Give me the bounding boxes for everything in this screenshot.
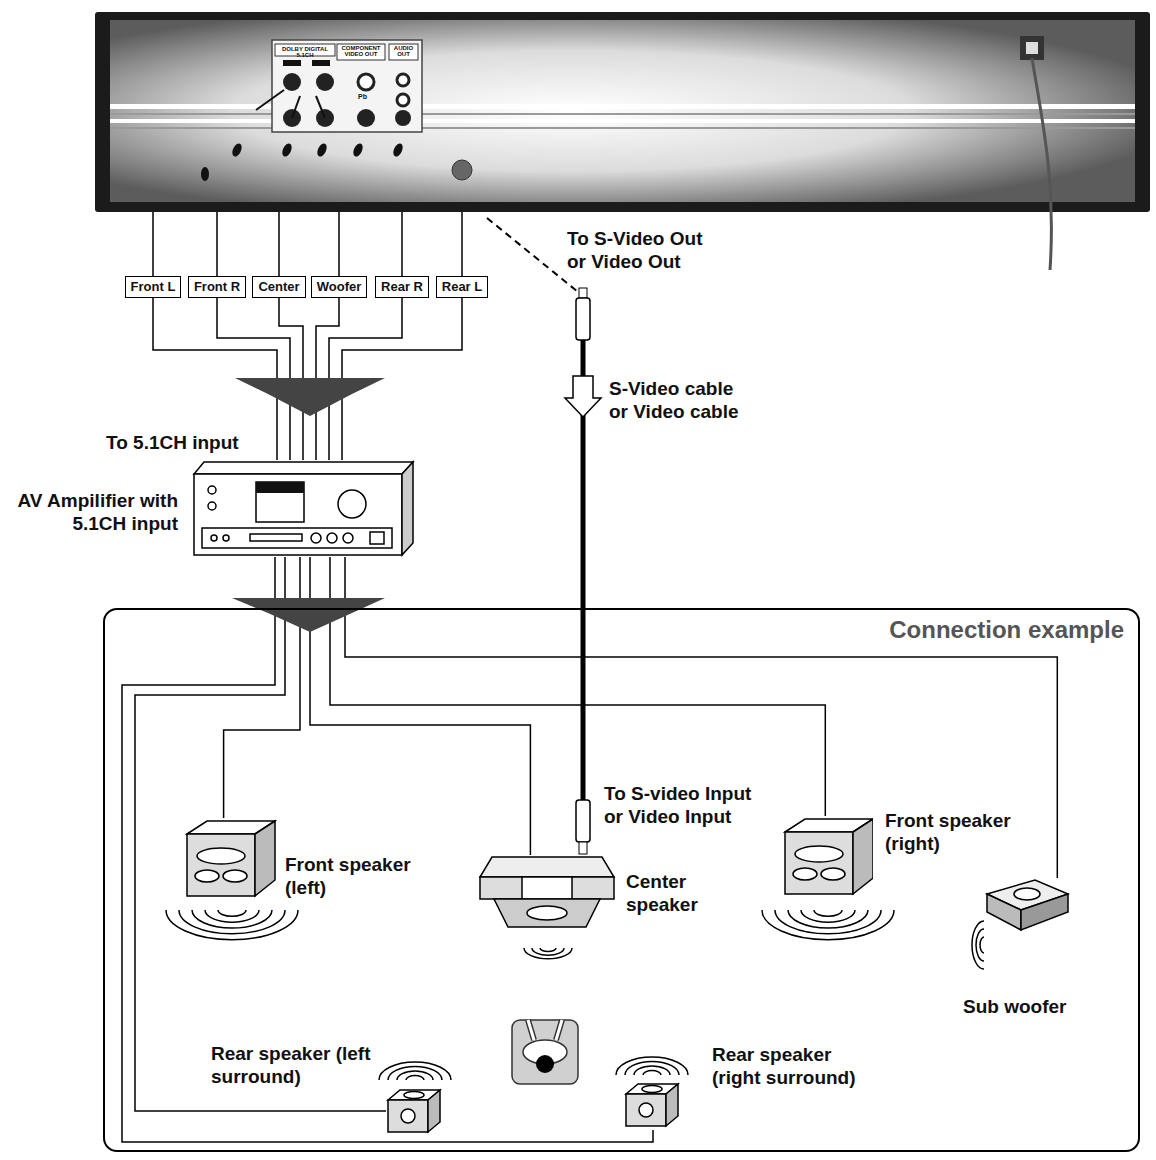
- sound-wave: [814, 910, 842, 916]
- sound-wave: [775, 910, 881, 934]
- sound-wave: [192, 910, 272, 928]
- rear-speaker: Rear speaker (left surround): [386, 1088, 442, 1134]
- sound-wave: [388, 1067, 442, 1081]
- subwoofer: Sub woofer: [985, 878, 1070, 933]
- sound-wave: [643, 1071, 661, 1076]
- listener: [512, 1020, 578, 1084]
- panel-label: DOLBY DIGITAL 5.1CH: [276, 46, 334, 59]
- part-label: Center speaker: [626, 871, 718, 917]
- cable-arrow: [565, 376, 601, 417]
- channel-tag: Front R: [188, 276, 246, 298]
- sound-wave: [218, 910, 246, 916]
- front-speaker-drawing: [783, 816, 873, 898]
- sound-wave: [379, 1062, 451, 1080]
- connector-wire: [135, 557, 386, 1111]
- sound-wave: [616, 1057, 688, 1075]
- sound-wave: [976, 929, 984, 961]
- channel-label: Rear L: [442, 279, 482, 295]
- sound-wave: [406, 1076, 424, 1081]
- channel-label: Center: [258, 279, 299, 295]
- sound-wave: [532, 948, 564, 955]
- part-label: Front speaker (right): [885, 810, 1035, 856]
- part-label: Front speaker (left): [285, 854, 435, 900]
- front-speaker: Front speaker (left): [185, 818, 277, 898]
- av-amplifier: AV Ampilifier with 5.1CH input: [192, 460, 415, 557]
- connector-wire: [224, 557, 300, 818]
- front-speaker: Front speaker (right): [783, 816, 873, 898]
- panel-label: AUDIO OUT: [390, 45, 417, 58]
- center-speaker: Center speaker: [478, 855, 616, 943]
- sound-wave: [179, 910, 285, 934]
- jack-label: Pb: [358, 93, 367, 100]
- cable-note: To S-video Input or Video Input: [604, 783, 764, 829]
- connector-wire: [330, 557, 825, 816]
- part-label: AV Ampilifier with 5.1CH input: [8, 490, 178, 536]
- input-note: To 5.1CH input: [106, 432, 239, 455]
- sound-wave: [166, 910, 298, 940]
- rear-speaker: Rear speaker (right surround): [624, 1082, 682, 1130]
- channel-label: Woofer: [317, 279, 362, 295]
- sound-wave: [524, 948, 572, 959]
- channel-tag: Rear R: [375, 276, 429, 298]
- split-arrow: [232, 598, 385, 632]
- part-label: Sub woofer: [963, 996, 1093, 1019]
- channel-label: Rear R: [381, 279, 423, 295]
- sound-wave: [788, 910, 868, 928]
- cable-note: S-Video cable or Video cable: [609, 378, 749, 424]
- part-label: Rear speaker (right surround): [712, 1044, 884, 1090]
- connector-wire: [122, 557, 653, 1142]
- center-speaker-drawing: [478, 855, 616, 943]
- merge-arrow: [235, 378, 385, 416]
- channel-label: Front L: [131, 279, 176, 295]
- subwoofer-drawing: [985, 878, 1070, 933]
- sound-wave: [205, 910, 259, 922]
- panel-label: COMPONENT VIDEO OUT: [338, 45, 384, 58]
- part-label: Rear speaker (left surround): [211, 1043, 376, 1089]
- channel-tag: Woofer: [311, 276, 368, 298]
- channel-tag: Center: [252, 276, 305, 298]
- sound-wave: [980, 937, 984, 953]
- video-cable: [487, 218, 590, 854]
- rear-speaker-drawing: [386, 1088, 442, 1134]
- connection-example-box: Connection exampleFront speaker (left) Ce…: [103, 608, 1140, 1152]
- sound-wave: [397, 1071, 433, 1080]
- sound-wave: [801, 910, 855, 922]
- connector-wire: [345, 557, 1057, 878]
- sound-wave: [972, 921, 984, 969]
- channel-tag: Rear L: [436, 276, 488, 298]
- sound-wave: [762, 910, 894, 940]
- sound-wave: [540, 948, 556, 952]
- output-wires: [153, 212, 462, 276]
- sound-wave: [625, 1062, 679, 1076]
- region-heading: Connection example: [889, 616, 1124, 645]
- av-amplifier-drawing: [192, 460, 415, 557]
- sound-wave: [634, 1066, 670, 1075]
- front-speaker-drawing: [185, 818, 277, 898]
- rear-speaker-drawing: [624, 1082, 682, 1130]
- channel-label: Front R: [194, 279, 240, 295]
- channel-tag: Front L: [125, 276, 182, 298]
- cable-note: To S-Video Out or Video Out: [567, 228, 712, 274]
